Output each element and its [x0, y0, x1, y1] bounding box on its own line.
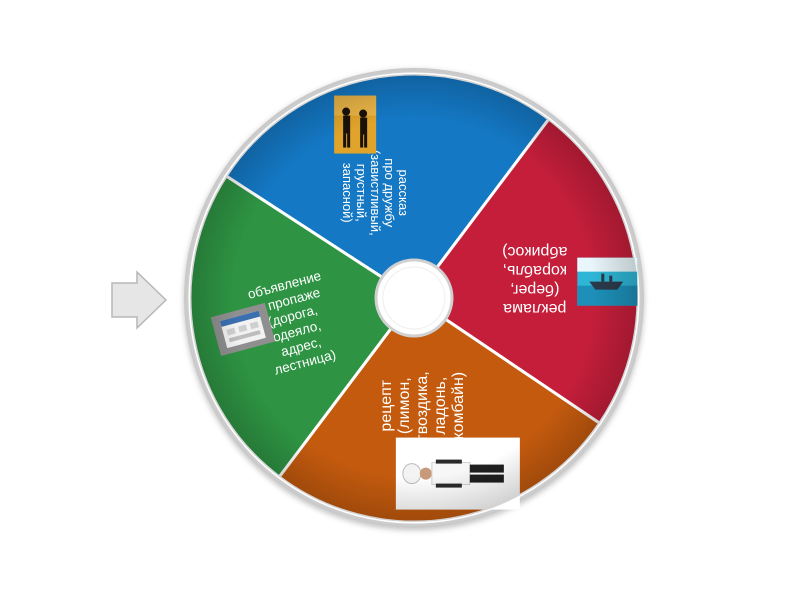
segment-label-line: (завистливый,	[368, 150, 383, 236]
segment-label-line: рецепт	[378, 379, 395, 431]
segment-label-line: абрикос)	[502, 243, 567, 260]
silhouettes-at-sunset-image	[334, 95, 377, 154]
segment-label-line: корабль,	[503, 262, 567, 279]
segment-label-line: рассказ	[396, 170, 411, 217]
segment-label: рецепт(лимон,гвоздика,ладонь,комбайн)	[378, 371, 467, 440]
segment-label-line: комбайн)	[450, 372, 467, 440]
segment-label-line: реклама	[503, 300, 566, 317]
segment-label-line: (лимон,	[396, 377, 413, 434]
segment-label-line: (берег,	[510, 281, 559, 298]
segment-label-line: грустный,	[354, 164, 369, 222]
segment-label-line: гвоздика,	[414, 371, 431, 440]
wheel-pointer	[111, 270, 168, 330]
sea-ship-image	[577, 257, 638, 306]
segment-label-line: ладонь,	[432, 377, 449, 435]
segment-label-line: запасной)	[340, 163, 355, 223]
wheel-hub-inner	[382, 266, 446, 330]
arrow-right-icon	[111, 270, 168, 330]
segment-label-line: про дружбу	[382, 158, 397, 227]
chef-image	[395, 437, 520, 510]
